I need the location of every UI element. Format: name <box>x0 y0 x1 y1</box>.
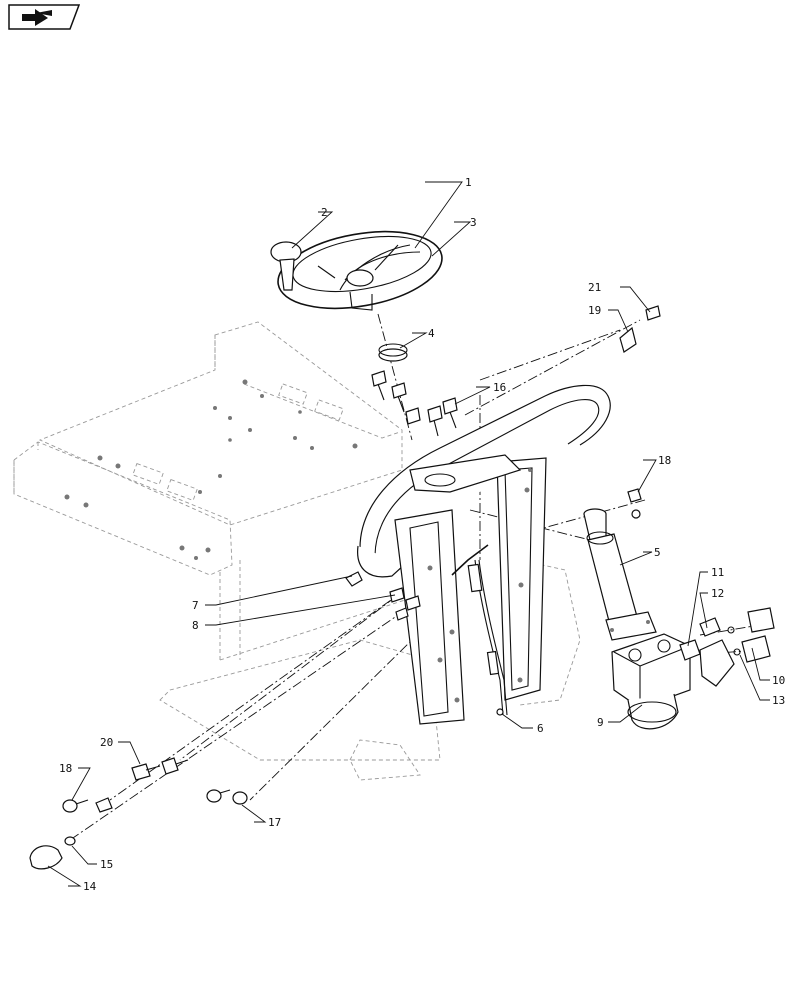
next-page-arrow-icon <box>22 9 52 26</box>
callout-18b: 18 <box>658 454 671 467</box>
callout-4: 4 <box>428 327 435 340</box>
hydraulic-fittings <box>679 607 775 687</box>
steering-valve <box>611 633 691 730</box>
deck-holes <box>64 379 358 560</box>
callout-18a: 18 <box>59 762 72 775</box>
callout-10: 10 <box>772 674 785 687</box>
callout-labels: 1 2 3 4 5 6 7 8 9 10 11 12 13 14 15 16 1… <box>59 176 785 893</box>
tilt-cable <box>451 544 508 716</box>
console-bolts <box>371 370 458 437</box>
callout-9: 9 <box>597 716 604 729</box>
callout-20: 20 <box>100 736 113 749</box>
steering-wheel <box>277 230 443 311</box>
callout-8: 8 <box>192 619 199 632</box>
steering-column <box>583 488 657 641</box>
callout-2: 2 <box>321 206 328 219</box>
steering-collar-4 <box>378 343 408 362</box>
callout-7: 7 <box>192 599 199 612</box>
callout-17: 17 <box>268 816 281 829</box>
callout-19: 19 <box>588 304 601 317</box>
callout-11: 11 <box>711 566 724 579</box>
callout-leaders <box>47 181 770 887</box>
tilt-clip <box>345 571 421 621</box>
callout-6: 6 <box>537 722 544 735</box>
callout-5: 5 <box>654 546 661 559</box>
callout-15: 15 <box>100 858 113 871</box>
hardware-bottom-left <box>29 305 661 870</box>
callout-21: 21 <box>588 281 601 294</box>
callout-13: 13 <box>772 694 785 707</box>
callout-3: 3 <box>470 216 477 229</box>
steering-console <box>357 384 611 725</box>
next-page-button[interactable] <box>8 4 80 30</box>
callout-16: 16 <box>493 381 506 394</box>
callout-12: 12 <box>711 587 724 600</box>
callout-14: 14 <box>83 880 97 893</box>
callout-1: 1 <box>465 176 472 189</box>
